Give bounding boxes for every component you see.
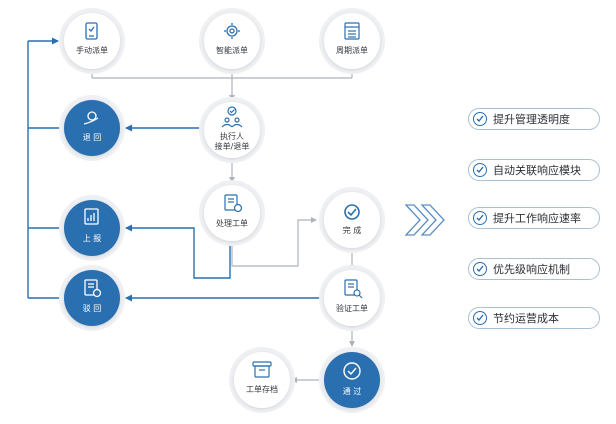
benefit-label: 优先级响应机制: [493, 263, 570, 276]
node-archive-ticket: 工单存档: [229, 347, 295, 413]
approve-label: 通 过: [343, 386, 362, 396]
check-icon: [473, 262, 487, 276]
benefit-label: 提升管理透明度: [493, 113, 570, 126]
node-return: 退 回: [59, 95, 125, 161]
node-approve: 通 过: [319, 347, 385, 413]
node-periodic-dispatch: 周期派单: [319, 8, 385, 74]
node-verify-ticket: 验证工单: [319, 265, 385, 331]
benefit-label: 自动关联响应模块: [493, 164, 581, 177]
node-smart-dispatch: 智能派单: [199, 8, 265, 74]
node-complete: 完 成: [319, 187, 385, 253]
phone-icon: [85, 22, 98, 40]
benefit-item: 自动关联响应模块: [468, 159, 600, 181]
connector-process-to-report: [125, 224, 231, 279]
reject-document-icon: [84, 279, 102, 298]
verify-ticket-label: 验证工单: [336, 303, 368, 313]
check-icon: [473, 311, 487, 325]
double-chevron-icon: [404, 204, 445, 236]
benefit-label: 提升工作响应速率: [493, 212, 581, 225]
benefit-item: 优先级响应机制: [468, 258, 600, 280]
archive-ticket-label: 工单存档: [246, 384, 278, 394]
manual-dispatch-label: 手动派单: [76, 45, 108, 55]
approve-badge-icon: [343, 362, 361, 380]
complete-label: 完 成: [343, 225, 362, 235]
node-report: 上 报: [59, 195, 125, 261]
node-process-ticket: 处理工单: [199, 180, 265, 246]
archive-box-icon: [252, 361, 272, 378]
check-circle-icon: [344, 204, 360, 220]
benefit-item: 提升管理透明度: [468, 108, 600, 130]
return-hand-icon: [83, 111, 99, 125]
document-search-icon: [344, 279, 363, 299]
document-gear-icon: [224, 194, 243, 213]
report-label: 上 报: [83, 233, 102, 243]
team-icon: [221, 106, 243, 128]
calendar-icon: [344, 22, 360, 40]
periodic-dispatch-label: 周期派单: [336, 45, 368, 55]
blue-connectors: [27, 37, 322, 302]
gray-connectors: [91, 70, 355, 383]
connector-process-to-complete: [231, 217, 317, 267]
executor-label-line1: 执行人: [220, 131, 244, 141]
report-chart-icon: [84, 208, 99, 225]
benefit-label: 节约运营成本: [493, 312, 559, 325]
check-icon: [473, 211, 487, 225]
smart-dispatch-label: 智能派单: [216, 45, 248, 55]
check-icon: [473, 112, 487, 126]
node-reject: 驳 回: [59, 265, 125, 331]
gear-icon: [224, 23, 240, 39]
check-icon: [473, 163, 487, 177]
executor-label-line2: 接单/退单: [215, 141, 250, 151]
benefit-item: 节约运营成本: [468, 307, 600, 329]
node-manual-dispatch: 手动派单: [59, 8, 125, 74]
benefit-item: 提升工作响应速率: [468, 207, 600, 229]
reject-label: 驳 回: [83, 304, 102, 313]
return-label: 退 回: [83, 133, 102, 142]
node-executor: 执行人 接单/退单: [199, 97, 265, 163]
process-ticket-label: 处理工单: [216, 218, 248, 228]
